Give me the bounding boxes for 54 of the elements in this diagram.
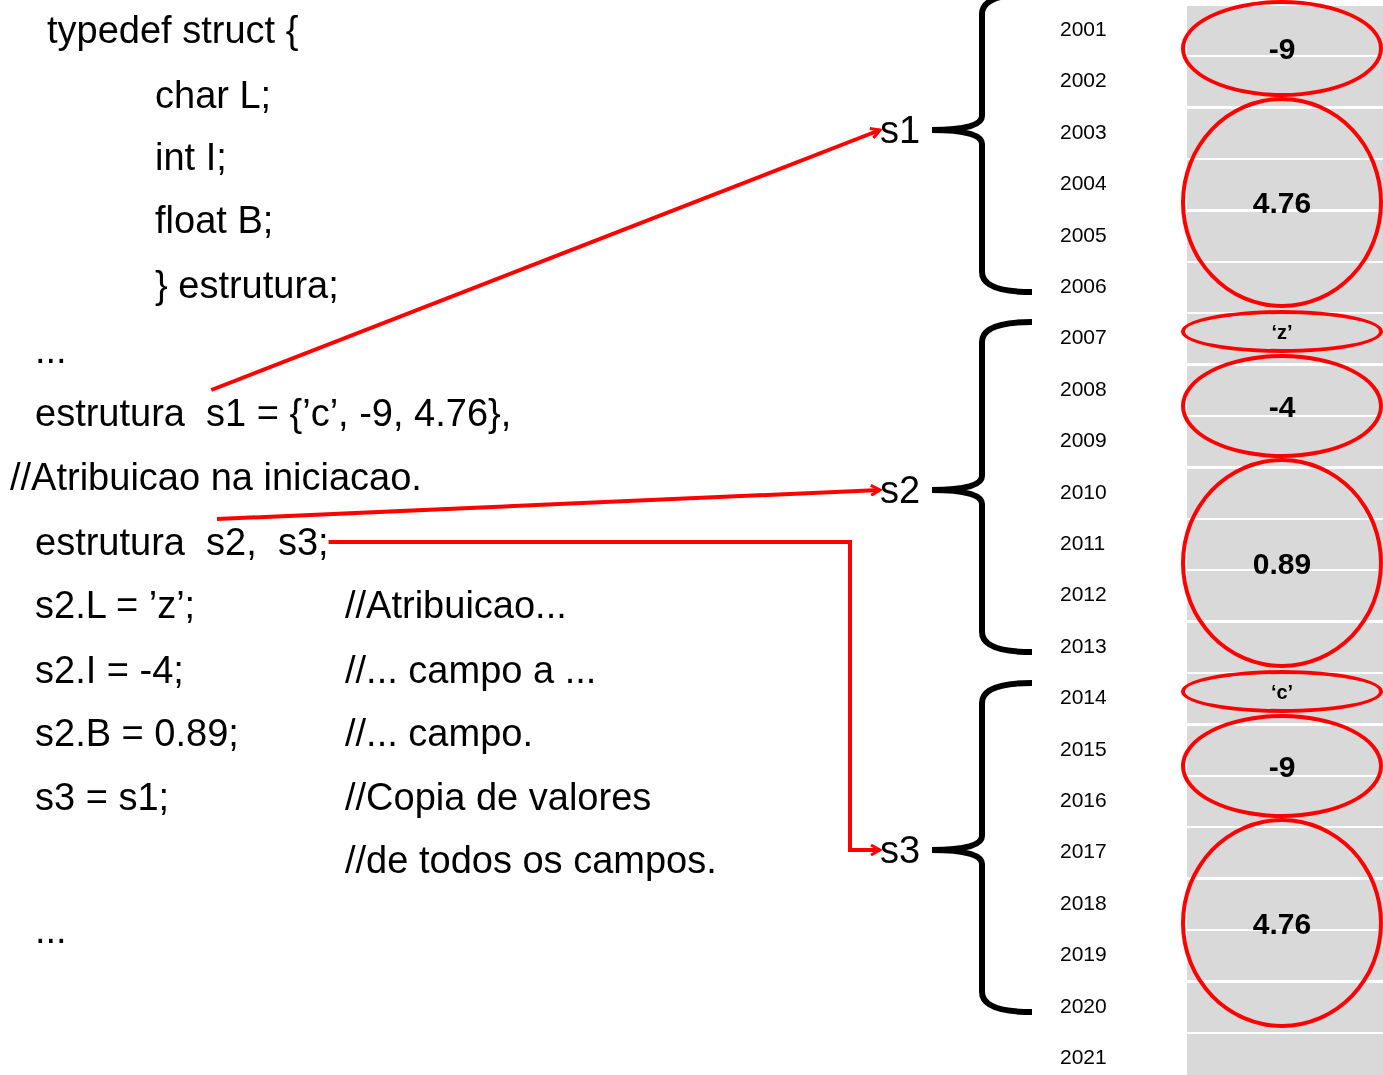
code-line: estrutura s2, s3; [35,519,329,565]
arrow [210,127,882,392]
memory-address: 2006 [1060,273,1107,299]
value-ellipse: -9 [1181,0,1383,97]
memory-address: 2021 [1060,1044,1107,1070]
memory-address: 2013 [1060,632,1107,659]
value-ellipse: 0.89 [1181,458,1383,668]
code-line: s2.B = 0.89; [35,711,239,756]
code-line: //... campo. [345,711,533,756]
memory-address: 2017 [1060,838,1107,865]
memory-address: 2012 [1060,581,1107,608]
value-ellipse: -9 [1181,714,1383,818]
code-line: //Atribuicao... [345,583,567,628]
code-line: s3 = s1; [35,775,170,820]
variable-label: s1 [880,107,921,153]
memory-address: 2016 [1060,787,1107,813]
code-line: //... campo a ... [345,648,597,693]
memory-address: 2011 [1060,530,1106,556]
code-line: //Atribuicao na iniciacao. [10,455,422,500]
memory-address: 2010 [1060,478,1107,505]
memory-address: 2001 [1060,16,1107,42]
code-line: float B; [155,198,274,243]
value-ellipse: ‘z’ [1181,310,1383,353]
code-line: estrutura s1 = {’c’, -9, 4.76}, [35,390,512,436]
code-line: } estrutura; [155,263,339,308]
memory-address: 2004 [1060,170,1107,197]
memory-address: 2005 [1060,221,1107,248]
value-ellipse: 4.76 [1181,97,1383,308]
code-line: //de todos os campos. [345,838,717,883]
memory-address: 2003 [1060,118,1107,145]
code-line: int I; [155,135,227,180]
code-line: char L; [155,73,272,118]
memory-address: 2018 [1060,889,1107,916]
variable-label: s2 [880,467,921,513]
arrow [216,483,882,521]
memory-address: 2009 [1060,427,1107,454]
memory-address: 2007 [1060,324,1107,351]
variable-label: s3 [880,827,921,873]
code-line: typedef struct { [47,8,299,53]
arrow [328,540,882,857]
memory-address: 2019 [1060,941,1107,968]
value-ellipse: ‘c’ [1181,670,1383,713]
value-ellipse: 4.76 [1181,818,1383,1028]
value-ellipse: -4 [1181,354,1383,458]
memory-address: 2002 [1060,67,1107,94]
code-line: s2.L = ’z’; [35,583,196,628]
memory-address: 2014 [1060,684,1107,711]
memory-address: 2015 [1060,735,1107,762]
ellipsis-text: ... [35,328,67,373]
memory-address: 2020 [1060,992,1107,1019]
code-line: s2.I = -4; [35,648,184,693]
memory-address: 2008 [1060,375,1107,402]
code-line: //Copia de valores [345,775,652,820]
ellipsis-text: ... [35,908,67,953]
